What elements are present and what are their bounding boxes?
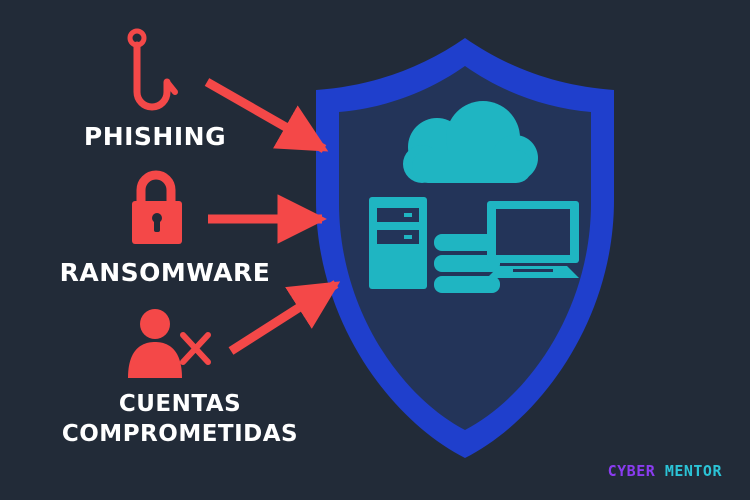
label-cuentas-line2: COMPROMETIDAS: [61, 421, 299, 447]
label-cuentas-line1: CUENTAS: [118, 391, 242, 417]
fishing-hook-icon: [127, 28, 178, 111]
padlock-icon: [132, 170, 182, 244]
arrow-phishing: [204, 78, 329, 153]
laptop-icon: [487, 201, 579, 278]
label-ransomware: RANSOMWARE: [59, 258, 271, 287]
brand-part2: MENTOR: [664, 462, 722, 480]
database-icon: [434, 234, 500, 293]
arrow-cuentas: [228, 280, 341, 355]
brand-part1: CYBER: [607, 462, 656, 480]
label-cuentas-comprometidas: CUENTAS COMPROMETIDAS: [45, 389, 315, 449]
user-x-icon: [128, 309, 211, 378]
brand-logo: CYBER MENTOR: [608, 462, 722, 480]
label-phishing: PHISHING: [83, 122, 227, 151]
cloud-icon: [403, 101, 538, 183]
server-icon: [369, 197, 427, 289]
